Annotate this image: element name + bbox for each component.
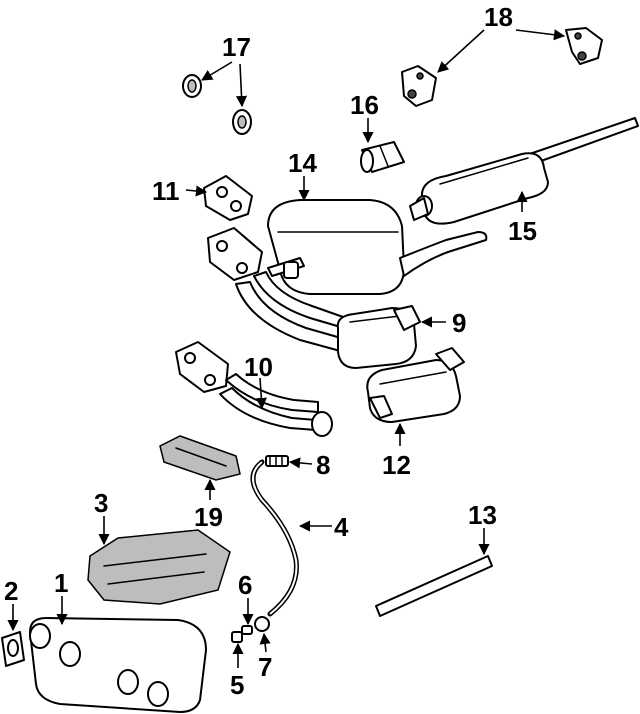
- leader-17-a: [201, 61, 233, 81]
- leader-18-a: [437, 29, 485, 73]
- part-5-bolt: [231, 631, 243, 643]
- part-18-hanger-left: [401, 65, 437, 107]
- part-12-converter: [366, 347, 465, 423]
- callout-17: 17: [222, 32, 251, 62]
- callout-11: 11: [152, 176, 180, 206]
- part-14-resonator: [267, 199, 488, 295]
- callout-7: 7: [258, 652, 272, 682]
- callout-6: 6: [238, 570, 252, 600]
- callout-16: 16: [350, 90, 379, 120]
- callout-1: 1: [54, 568, 68, 598]
- callout-12: 12: [382, 450, 411, 480]
- callout-2: 2: [4, 576, 18, 606]
- part-17-insulator-a: [182, 74, 202, 98]
- leader-17-b: [235, 63, 248, 108]
- part-16-sleeve: [360, 141, 405, 173]
- part-19-heat-shield: [159, 435, 241, 481]
- part-15-muffler: [409, 117, 639, 225]
- part-2-gasket: [1, 631, 25, 667]
- leader-11: [185, 185, 208, 197]
- leader-7: [259, 632, 271, 653]
- part-1-exhaust-manifold: [29, 617, 207, 713]
- part-11-gasket: [203, 175, 253, 221]
- callout-18: 18: [484, 2, 513, 32]
- part-8-fitting: [265, 455, 289, 467]
- part-10-front-pipe: [175, 341, 333, 437]
- callout-9: 9: [452, 308, 466, 338]
- leader-18-b: [515, 29, 566, 41]
- part-6-gasket: [241, 625, 253, 635]
- callout-14: 14: [288, 148, 317, 178]
- part-13-rod: [375, 555, 493, 617]
- callout-4: 4: [334, 512, 349, 542]
- leader-10: [255, 377, 267, 410]
- part-3-manifold-shield: [87, 529, 231, 605]
- leader-8: [288, 457, 313, 469]
- part-9-front-pipe: [207, 227, 421, 369]
- callout-13: 13: [468, 500, 497, 530]
- callout-3: 3: [94, 488, 108, 518]
- part-4-egr-tube: [250, 459, 299, 617]
- callout-5: 5: [230, 670, 244, 700]
- callout-8: 8: [316, 450, 330, 480]
- part-17-insulator-b: [232, 109, 252, 135]
- part-7-fitting: [254, 616, 270, 632]
- callout-10: 10: [244, 352, 273, 382]
- callout-19: 19: [194, 502, 223, 532]
- part-18-hanger-right: [565, 27, 603, 65]
- callout-15: 15: [508, 216, 537, 246]
